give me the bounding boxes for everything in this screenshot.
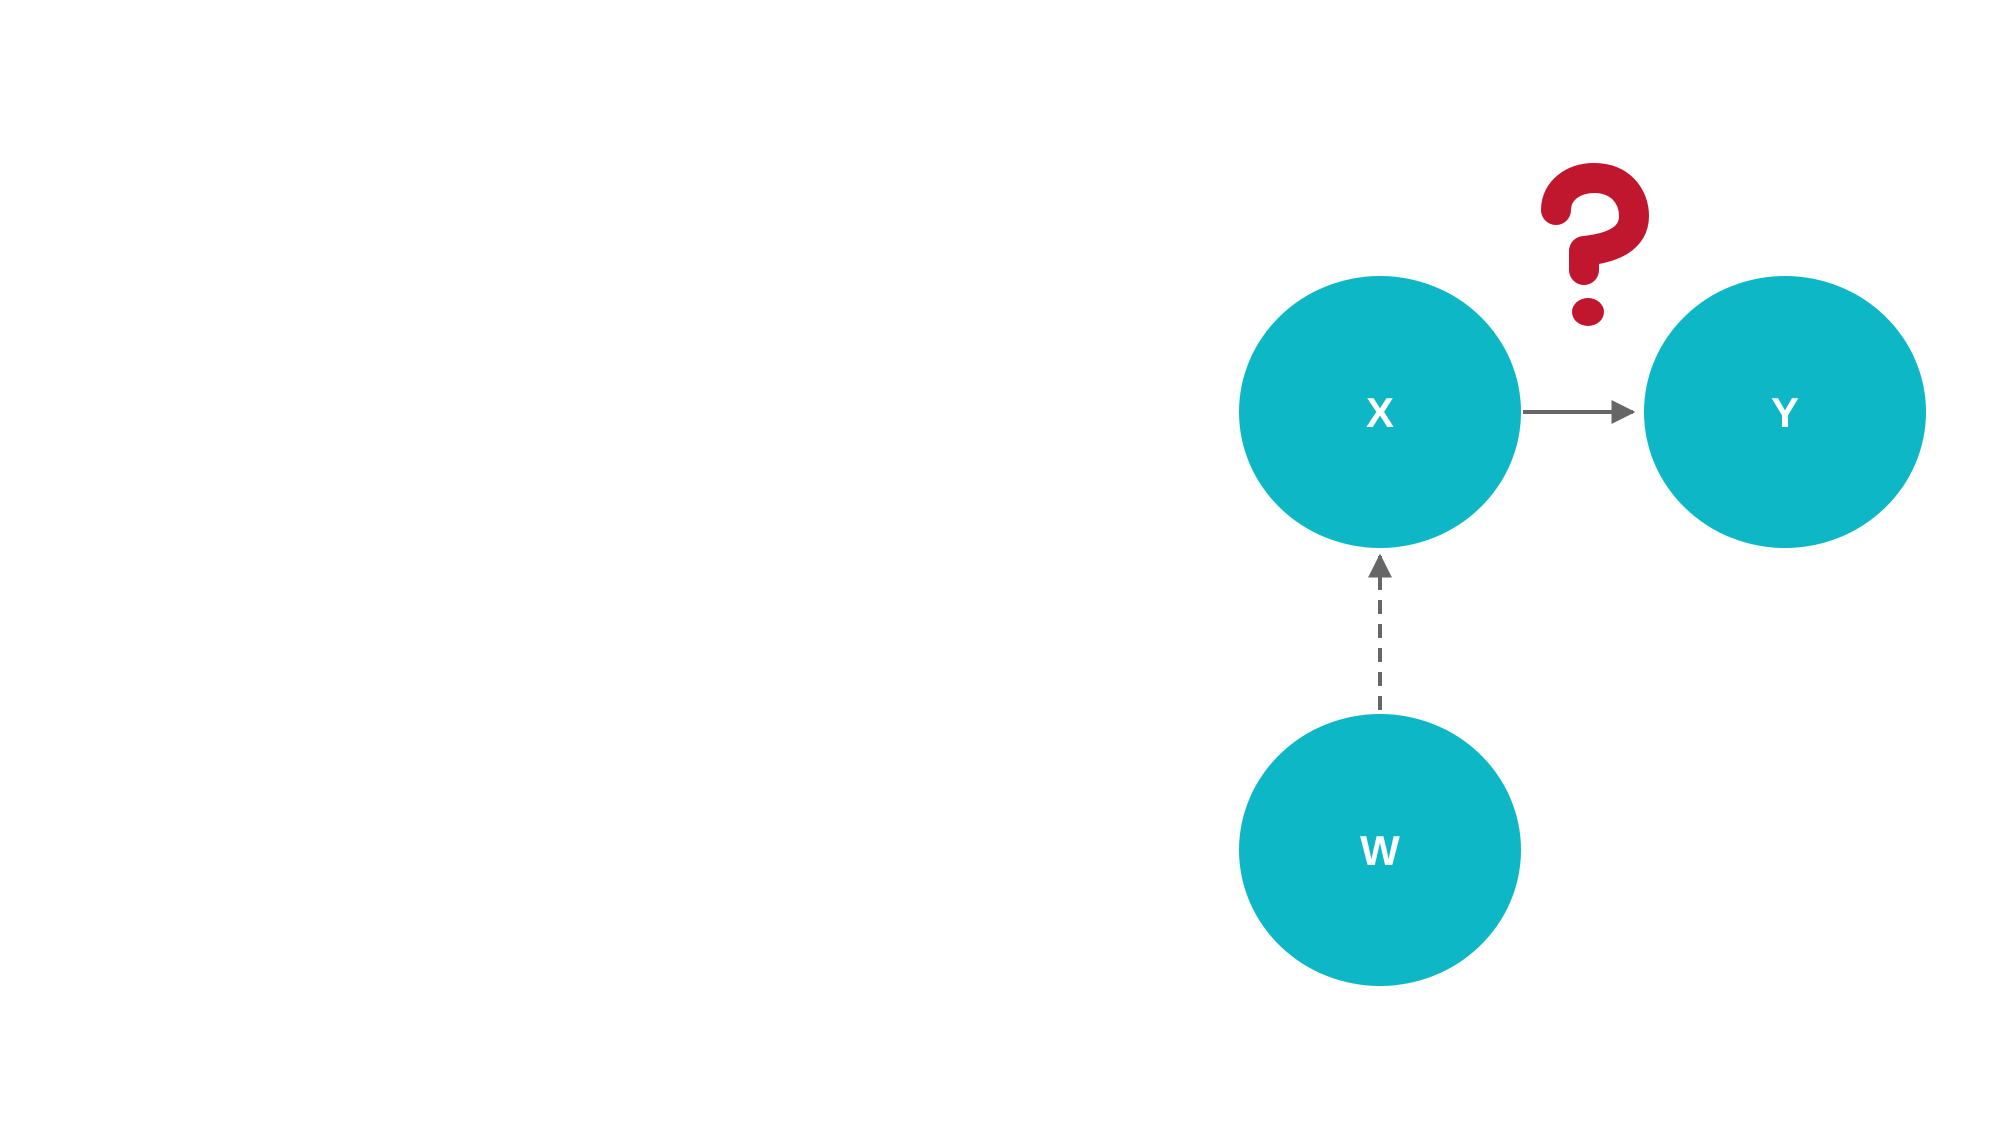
question-mark-icon [1541, 163, 1649, 326]
node-x: X [1239, 276, 1521, 548]
node-w-label: W [1360, 827, 1400, 874]
node-w: W [1239, 714, 1521, 986]
node-y: Y [1644, 276, 1926, 548]
node-y-label: Y [1771, 389, 1799, 436]
node-x-label: X [1366, 389, 1394, 436]
